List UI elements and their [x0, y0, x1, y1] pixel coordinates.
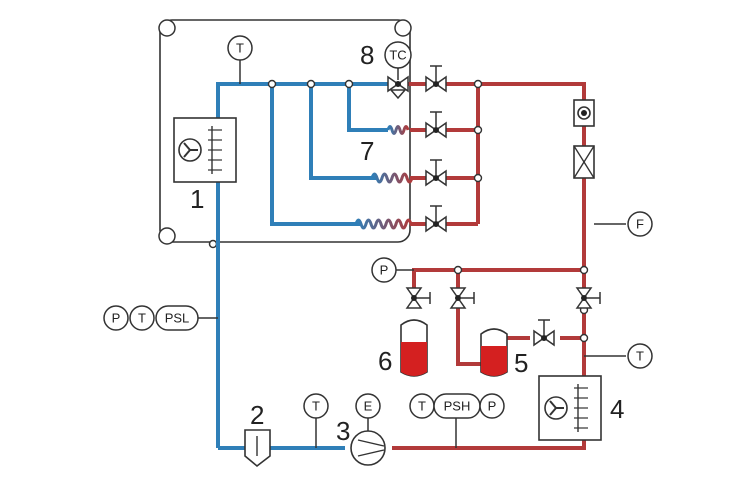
label-2: 2	[250, 400, 264, 430]
gauge-p-bottom-right: P	[479, 393, 505, 419]
svg-text:T: T	[138, 311, 146, 326]
label-4: 4	[610, 394, 624, 424]
svg-text:F: F	[636, 217, 644, 232]
svg-text:P: P	[488, 399, 497, 414]
suction-line	[216, 82, 395, 450]
filter-icon	[244, 429, 271, 468]
svg-text:T: T	[312, 399, 320, 414]
receiver-6	[400, 319, 428, 377]
evaporator-unit	[173, 117, 237, 183]
label-5: 5	[514, 348, 528, 378]
label-1: 1	[190, 184, 204, 214]
gauge-e: E	[355, 393, 381, 419]
gauge-p-left: P	[103, 305, 129, 331]
gauge-t-top: T	[227, 35, 253, 61]
label-6: 6	[378, 346, 392, 376]
evaporator-coils	[354, 125, 414, 230]
gauge-stems	[198, 60, 626, 448]
label-8: 8	[360, 40, 374, 70]
label-7: 7	[360, 136, 374, 166]
gauge-psl: PSL	[155, 305, 199, 331]
svg-text:PSH: PSH	[444, 399, 471, 414]
gauge-p-mid: P	[371, 257, 397, 283]
svg-text:P: P	[380, 263, 389, 278]
compressor-icon	[350, 430, 386, 466]
receiver-5	[480, 328, 508, 377]
svg-text:T: T	[418, 399, 426, 414]
svg-text:E: E	[364, 399, 373, 414]
condenser-unit	[538, 375, 602, 441]
gauge-t-bottom: T	[303, 393, 329, 419]
gauge-t-bottom-right: T	[409, 393, 435, 419]
svg-text:P: P	[112, 311, 121, 326]
gauge-t-left: T	[129, 305, 155, 331]
shutoff-valves	[405, 65, 601, 347]
svg-text:T: T	[236, 41, 244, 56]
gauge-psh: PSH	[433, 393, 481, 419]
svg-text:PSL: PSL	[165, 311, 190, 326]
junction-dots	[267, 79, 589, 343]
expansion-valve	[387, 66, 409, 100]
filter-drier-icon	[573, 145, 595, 179]
sight-glass-icon	[573, 99, 595, 127]
gauge-t-right: T	[627, 343, 653, 369]
gauge-tc: TC	[384, 41, 412, 69]
svg-text:TC: TC	[389, 48, 406, 63]
svg-text:T: T	[636, 349, 644, 364]
label-3: 3	[336, 416, 350, 446]
gauge-f: F	[627, 211, 653, 237]
